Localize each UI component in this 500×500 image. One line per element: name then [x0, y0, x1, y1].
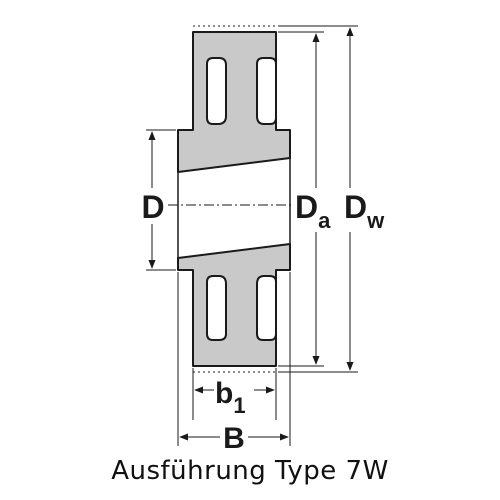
outer-diameter-label: Da — [295, 189, 331, 233]
pulley-section — [177, 31, 291, 367]
bore-diameter-label: D — [141, 189, 164, 225]
pitch-diameter-label: Dw — [344, 189, 385, 233]
pulley-body-upper — [177, 31, 291, 173]
diagram-caption: Ausführung Type 7W — [111, 456, 389, 486]
pulley-body-lower — [177, 243, 291, 367]
groove-width-label: b1 — [215, 377, 246, 418]
total-width-label: B — [223, 422, 245, 455]
extension-lines — [146, 25, 358, 446]
